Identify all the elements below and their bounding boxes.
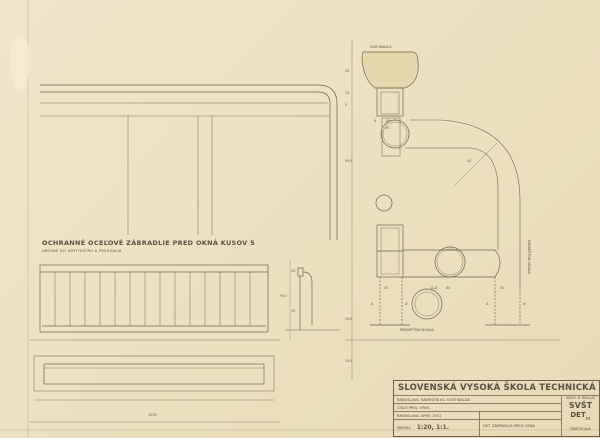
section-mark: A': [523, 302, 527, 306]
scale-label: MIERKA: [397, 426, 411, 430]
section-mark: A': [405, 302, 409, 306]
code-primary: SVŠT: [568, 401, 593, 410]
railing-elevation-top: [40, 84, 338, 240]
window-sill-label: PARAPETNÁ DOSKA: [400, 328, 434, 332]
dimension: 2650: [148, 413, 157, 417]
project-number: ČÍSLO PROJ. VÝKR.: [394, 404, 561, 412]
drawing-subject: DET. ZÁBRADLIA PRED OKNÁ: [483, 424, 535, 428]
section-label: A-A': [431, 286, 438, 290]
dimension: 30: [384, 286, 389, 290]
railing-elevation: [30, 264, 280, 341]
dimension: 80: [446, 286, 451, 290]
city: BRATISLAVA: [570, 427, 591, 431]
institution-name: SLOVENSKÁ VYSOKÁ ŠKOLA TECHNICKÁ: [394, 381, 599, 396]
section-mark: A: [486, 302, 489, 306]
railing-plan: [30, 355, 280, 423]
dimension: 30: [291, 309, 296, 313]
dimension: 40: [345, 69, 350, 73]
drawing-subheading: URČENÉ DO AMFITEÁTRU A PREDSÁLIA: [42, 249, 122, 253]
code-secondary-text: DET: [570, 411, 586, 419]
dimension: 30: [385, 126, 390, 130]
detail-section: [345, 40, 560, 380]
dimension: 40: [467, 159, 472, 163]
dimension: 30: [500, 286, 505, 290]
divider: [479, 412, 480, 436]
scale-row: MIERKA 1:20, 1:1.: [394, 420, 479, 435]
dimension: 40: [291, 269, 296, 273]
railing-section-small: [285, 260, 340, 340]
dimension: 18: [385, 119, 390, 123]
title-block: SLOVENSKÁ VYSOKÁ ŠKOLA TECHNICKÁ BRATISL…: [393, 380, 600, 437]
drawing-heading: OCHRANNÉ OCEĽOVÉ ZÁBRADLIE PRED OKNÁ KUS…: [42, 239, 255, 247]
code-secondary-sub: 21: [585, 416, 591, 421]
dimension: 6: [374, 119, 377, 123]
date: BRATISLAVA, APRÍL 1951: [394, 412, 561, 420]
dimension: 950: [280, 294, 287, 298]
address: BRATISLAVA, NÁMESTIE KL. GOTTWALDA: [394, 396, 561, 404]
architect: ARCH. B. BELLUŠ: [566, 396, 595, 400]
dimension: 100: [345, 317, 352, 321]
dimension: 950: [345, 159, 352, 163]
scale-value: 1:20, 1:1.: [416, 424, 450, 431]
dimension: 15: [345, 91, 350, 95]
side-note: PARAPETNÁ HRANA: [527, 240, 531, 274]
dimension: 150: [345, 359, 352, 363]
divider: [561, 396, 562, 436]
code-secondary: DET21: [562, 412, 599, 421]
section-mark: A: [371, 302, 374, 306]
dimension: 5: [345, 103, 348, 107]
handrail-label: DUB MADLO: [370, 45, 392, 49]
